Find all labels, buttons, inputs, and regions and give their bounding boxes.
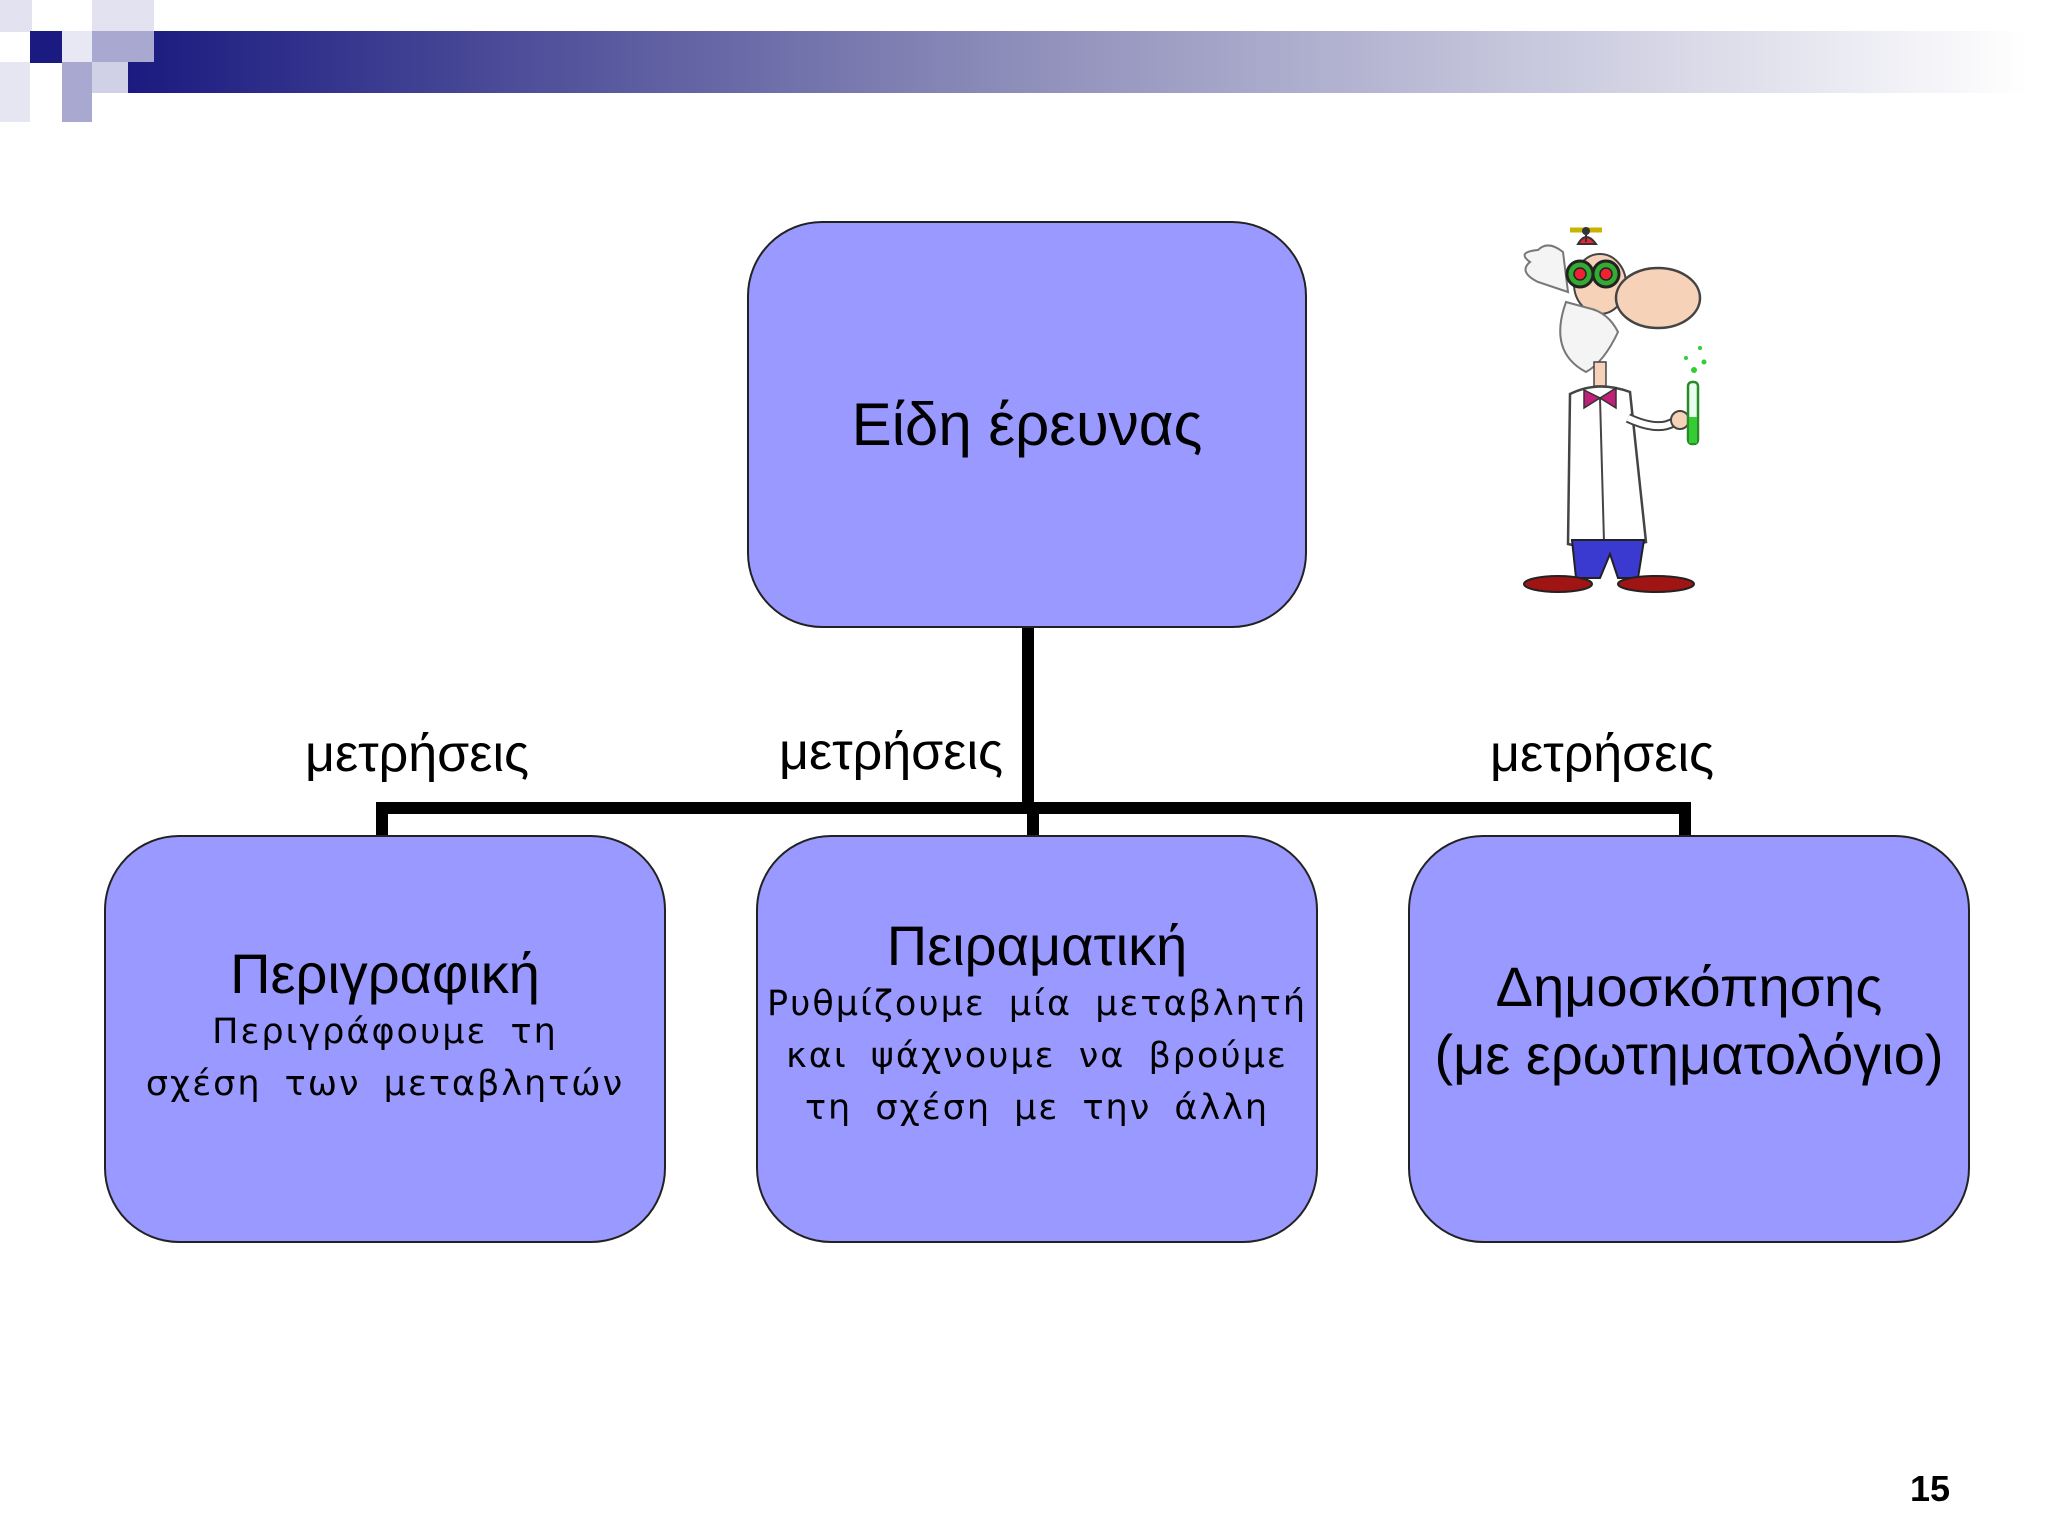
edge-label-descriptive: μετρήσεις	[305, 725, 530, 783]
root-node: Είδη έρευνας	[747, 221, 1307, 628]
child-node-survey: Δημοσκόπησης (με ερωτηματολόγιο)	[1408, 835, 1970, 1243]
header-decoration	[0, 0, 2028, 122]
child-node-description: Ρυθμίζουμε μία μεταβλητή και ψάχνουμε να…	[766, 984, 1308, 1129]
child-node-description: Περιγράφουμε τη σχέση των μεταβλητών	[145, 1012, 625, 1105]
page-number: 15	[1909, 1468, 1950, 1509]
child-node-title: Πειραματική	[886, 913, 1188, 977]
root-node-title: Είδη έρευνας	[851, 391, 1203, 458]
edge-label-experimental: μετρήσεις	[779, 723, 1004, 781]
edge-label-survey: μετρήσεις	[1490, 725, 1715, 783]
child-node-title: Περιγραφική	[230, 941, 540, 1005]
scientist-icon	[1523, 227, 1707, 593]
child-node-title: Δημοσκόπησης (με ερωτηματολόγιο)	[1434, 955, 1944, 1086]
child-node-descriptive: Περιγραφική Περιγράφουμε τη σχέση των με…	[104, 835, 666, 1243]
child-node-experimental: Πειραματική Ρυθμίζουμε μία μεταβλητή και…	[756, 835, 1318, 1243]
